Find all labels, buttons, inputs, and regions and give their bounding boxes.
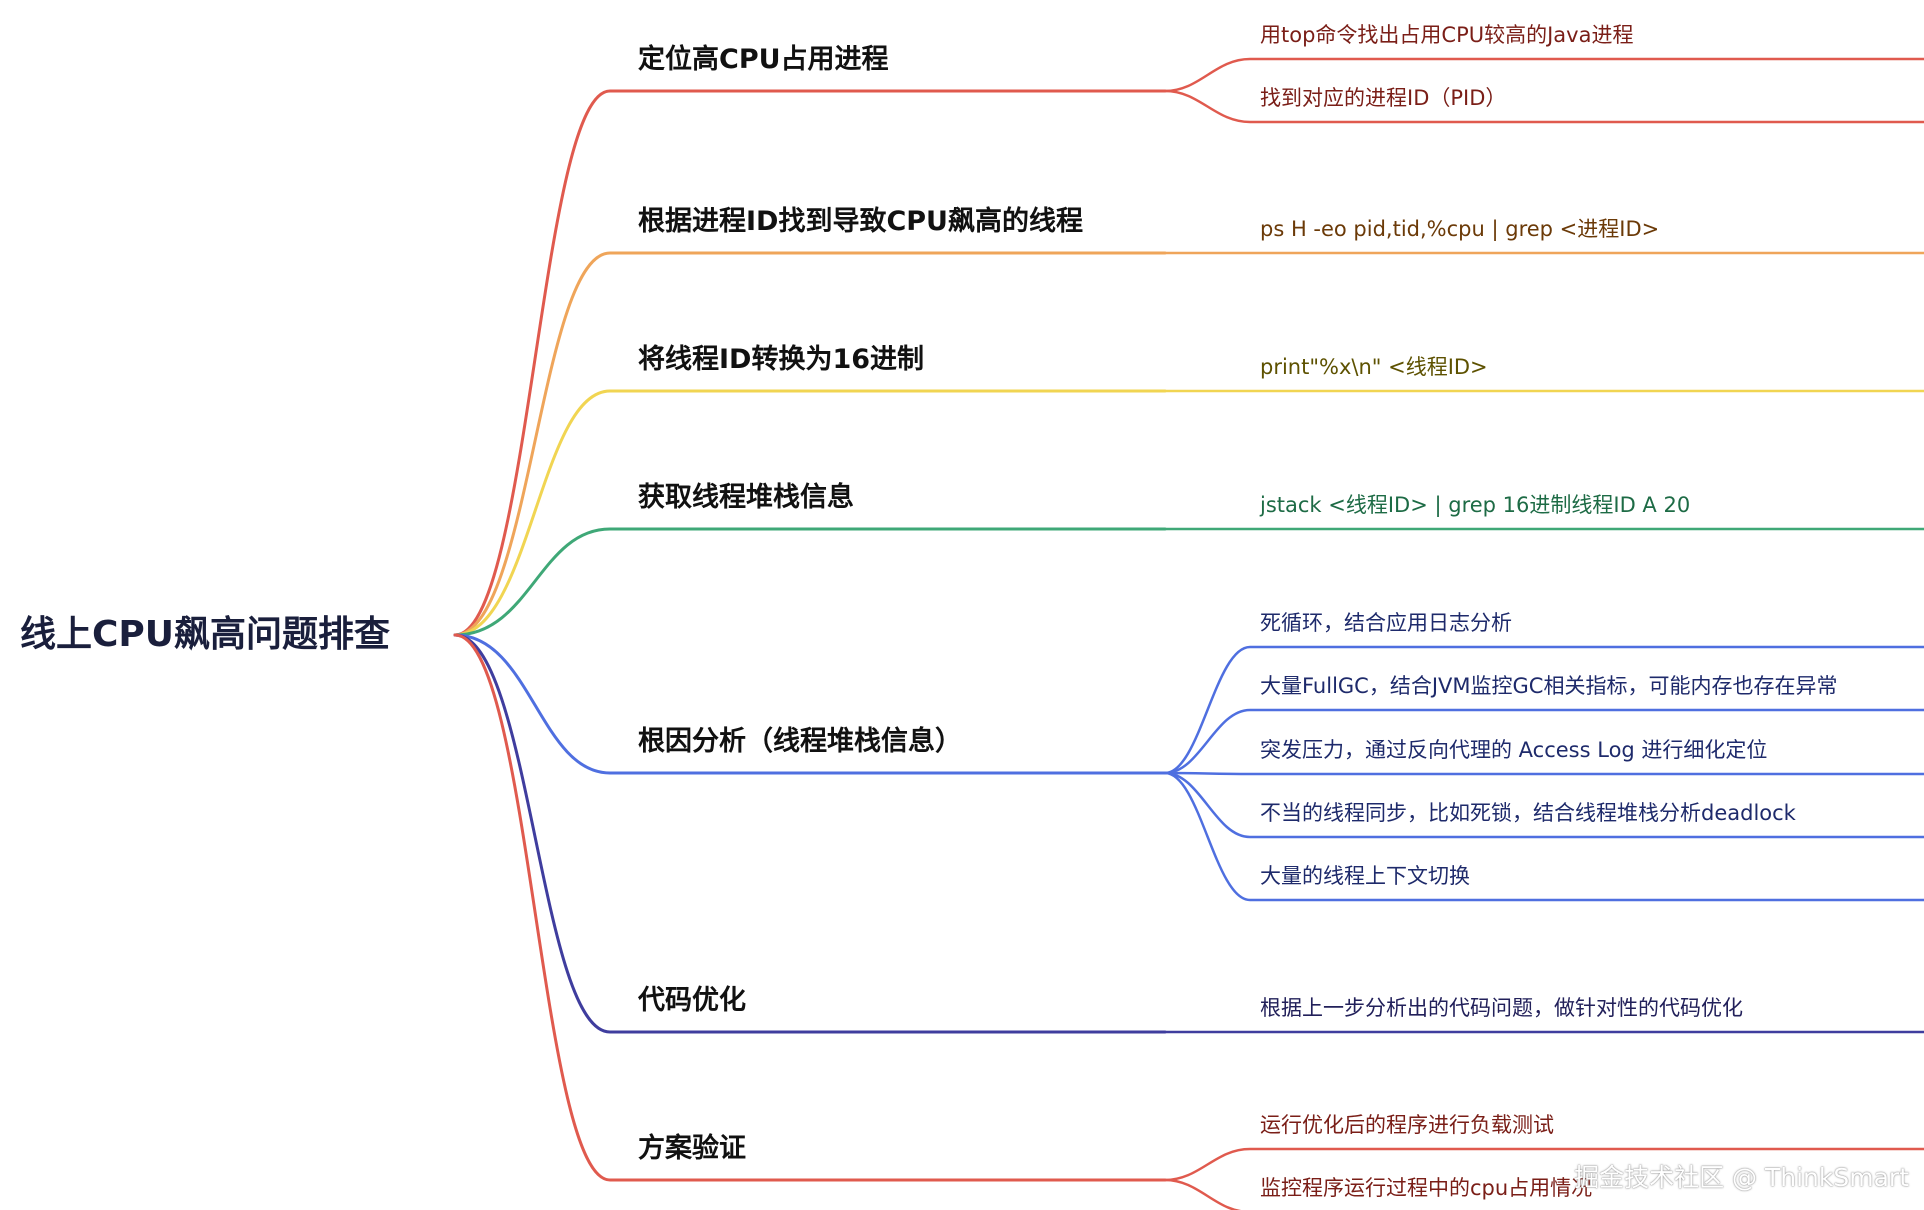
branch-label[interactable]: 获取线程堆栈信息 — [638, 482, 854, 513]
leaf-label[interactable]: 监控程序运行过程中的cpu占用情况 — [1260, 1176, 1593, 1200]
leaf-label[interactable]: 死循环，结合应用日志分析 — [1260, 611, 1512, 635]
branch-label[interactable]: 代码优化 — [638, 985, 746, 1016]
leaf-connector — [1163, 89, 1924, 124]
leaf-label[interactable]: 用top命令找出占用CPU较高的Java进程 — [1260, 23, 1634, 47]
branch-label[interactable]: 方案验证 — [638, 1133, 746, 1164]
branch-label[interactable]: 根因分析（线程堆栈信息） — [638, 726, 962, 757]
leaf-label[interactable]: 大量的线程上下文切换 — [1260, 864, 1470, 888]
leaf-label[interactable]: 大量FullGC，结合JVM监控GC相关指标，可能内存也存在异常 — [1260, 674, 1838, 698]
leaf-connector — [1163, 1147, 1924, 1182]
leaf-connector — [1163, 645, 1924, 775]
leaf-connector — [1163, 708, 1924, 775]
leaf-label[interactable]: 找到对应的进程ID（PID） — [1260, 86, 1507, 110]
leaf-label[interactable]: print"%x\n" <线程ID> — [1260, 355, 1488, 379]
leaf-label[interactable]: 根据上一步分析出的代码问题，做针对性的代码优化 — [1260, 996, 1743, 1020]
leaf-label[interactable]: 运行优化后的程序进行负载测试 — [1260, 1113, 1554, 1137]
branch-connector — [453, 633, 1167, 1182]
leaf-label[interactable]: jstack <线程ID> | grep 16进制线程ID A 20 — [1260, 493, 1691, 517]
branch-connector — [453, 633, 1167, 1034]
watermark: 掘金技术社区 @ ThinkSmart — [1574, 1163, 1909, 1192]
leaf-connector — [1163, 771, 1924, 839]
leaf-connector — [1163, 771, 1924, 902]
leaf-label[interactable]: ps H -eo pid,tid,%cpu | grep <进程ID> — [1260, 217, 1660, 241]
branch-connector — [453, 251, 1167, 637]
branch-connector — [453, 389, 1167, 637]
root-node[interactable]: 线上CPU飙高问题排查 — [20, 614, 391, 655]
branch-label[interactable]: 根据进程ID找到导致CPU飙高的线程 — [638, 206, 1083, 237]
leaf-connector — [1163, 57, 1924, 93]
leaf-label[interactable]: 突发压力，通过反向代理的 Access Log 进行细化定位 — [1260, 738, 1768, 762]
leaf-connector — [1163, 1178, 1242, 1210]
leaf-connector — [1163, 771, 1924, 776]
branch-label[interactable]: 定位高CPU占用进程 — [638, 44, 889, 75]
leaf-label[interactable]: 不当的线程同步，比如死锁，结合线程堆栈分析deadlock — [1260, 801, 1796, 825]
branch-label[interactable]: 将线程ID转换为16进制 — [638, 344, 925, 375]
branch-connector — [453, 89, 1167, 637]
branch-connector — [453, 527, 1167, 637]
branch-connector — [453, 633, 1167, 775]
